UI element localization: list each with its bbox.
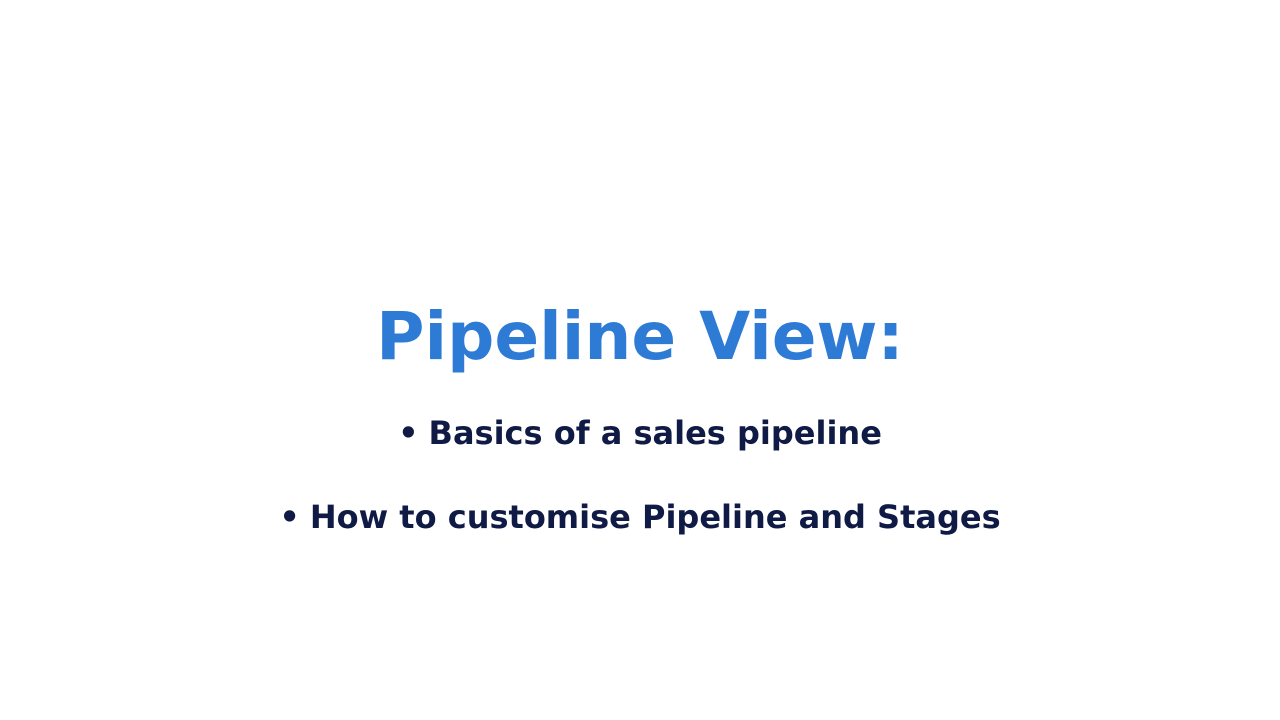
bullet-text: How to customise Pipeline and Stages [309, 498, 1001, 536]
bullet-text: Basics of a sales pipeline [428, 414, 882, 452]
slide-title: Pipeline View: [376, 298, 904, 375]
bullet-marker: • [279, 498, 300, 536]
bullet-marker: • [398, 414, 419, 452]
bullet-item: •How to customise Pipeline and Stages [0, 495, 1280, 539]
bullet-item: •Basics of a sales pipeline [0, 411, 1280, 455]
